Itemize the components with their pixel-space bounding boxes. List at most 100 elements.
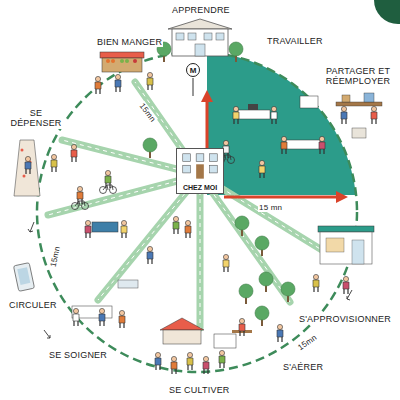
illustration-part <box>233 106 239 124</box>
illustration-part <box>28 222 34 232</box>
illustration-part <box>336 191 348 203</box>
illustration-part <box>143 138 157 158</box>
illustration-part <box>286 140 320 149</box>
illustration-part <box>248 104 258 110</box>
illustration-part <box>176 33 184 40</box>
house-door <box>196 164 204 178</box>
illustration-part <box>119 310 125 328</box>
illustration-part <box>300 96 318 108</box>
illustration-part <box>204 33 212 40</box>
illustration-part <box>320 232 372 264</box>
node-text: M <box>190 66 197 75</box>
illustration-part <box>23 175 26 178</box>
illustration-part <box>120 59 124 63</box>
illustration-part <box>195 44 205 56</box>
house-window <box>210 154 218 162</box>
illustration-part <box>281 136 287 154</box>
illustration-part <box>271 106 277 124</box>
illustration-part <box>259 272 273 292</box>
illustration-part <box>99 308 105 326</box>
illustration-part <box>318 226 374 232</box>
illustration-part <box>160 318 204 330</box>
illustration-part <box>51 154 57 172</box>
node-text: CHEZ MOI <box>183 184 217 191</box>
illustration-part <box>224 196 338 199</box>
illustration-part <box>219 350 225 368</box>
illustration-part <box>176 33 224 56</box>
illustration-part <box>25 156 31 174</box>
illustration-part <box>17 267 30 285</box>
illustration-part <box>171 356 177 374</box>
illustration-part <box>185 220 191 238</box>
activity-label: SE CULTIVER <box>168 385 231 395</box>
illustration-part <box>352 240 364 264</box>
illustration-part <box>281 282 295 302</box>
distance-label: 15mn <box>49 244 63 268</box>
illustration-part <box>336 102 382 106</box>
illustration-part <box>313 274 319 292</box>
illustration-part <box>173 216 179 234</box>
activity-label: SE DÉPENSER <box>6 108 66 129</box>
metro-sign: M <box>186 63 200 77</box>
illustration-part <box>223 254 229 272</box>
distance-label: 15 mn <box>258 203 283 212</box>
activity-label: TRAVAILLER <box>266 36 324 46</box>
illustration-part <box>172 29 228 56</box>
illustration-part <box>21 149 32 178</box>
illustration-part <box>371 106 377 124</box>
illustration-part <box>120 59 129 63</box>
illustration-part <box>255 306 269 326</box>
illustration-part <box>48 82 330 328</box>
illustration-part <box>163 330 201 344</box>
illustration-part <box>216 33 224 40</box>
illustration-part <box>342 95 350 102</box>
illustration-part <box>118 280 138 288</box>
illustration-part <box>105 170 111 188</box>
illustration-part <box>229 42 243 62</box>
illustration-part <box>100 185 117 194</box>
illustration-part <box>133 59 137 63</box>
activity-label: SE SOIGNER <box>48 350 108 360</box>
illustration-part <box>106 59 110 63</box>
illustration-part <box>197 175 204 328</box>
illustration-part <box>374 0 400 24</box>
illustration-part <box>319 136 325 154</box>
illustration-part <box>48 82 330 328</box>
illustration-part <box>85 220 91 238</box>
activity-label: APPRENDRE <box>171 5 231 15</box>
illustration-part <box>235 216 249 236</box>
illustration-part <box>364 93 374 102</box>
illustration-part <box>73 308 79 326</box>
activity-label: S'APPROVISIONNER <box>298 314 392 324</box>
illustration-part <box>200 175 290 302</box>
illustration-part <box>95 76 101 94</box>
illustration-part <box>13 263 34 292</box>
illustration-part <box>201 90 213 102</box>
illustration-part <box>106 59 115 63</box>
illustration-part <box>187 352 193 370</box>
illustration-part <box>102 58 142 72</box>
illustration-part <box>326 238 344 252</box>
illustration-part <box>100 52 144 58</box>
illustration-part <box>125 59 129 63</box>
illustration-part <box>14 140 40 196</box>
illustration-part <box>72 201 89 210</box>
illustration-part <box>203 356 209 374</box>
illustration-part <box>352 128 366 138</box>
activity-label: S'AÉRER <box>282 362 324 372</box>
activity-label: CIRCULER <box>8 300 58 310</box>
illustration-part <box>121 220 127 238</box>
illustration-part <box>214 334 236 348</box>
illustration-part <box>238 110 270 119</box>
illustration-part <box>200 175 290 302</box>
illustration-part <box>277 324 283 342</box>
illustration-part <box>77 186 83 204</box>
illustration-part <box>71 144 77 162</box>
illustration-part <box>155 352 161 370</box>
illustration-part <box>188 33 196 40</box>
house-window <box>183 154 191 162</box>
activity-label: PARTAGER ET RÉEMPLOYER <box>322 66 394 87</box>
house-window <box>210 165 218 173</box>
